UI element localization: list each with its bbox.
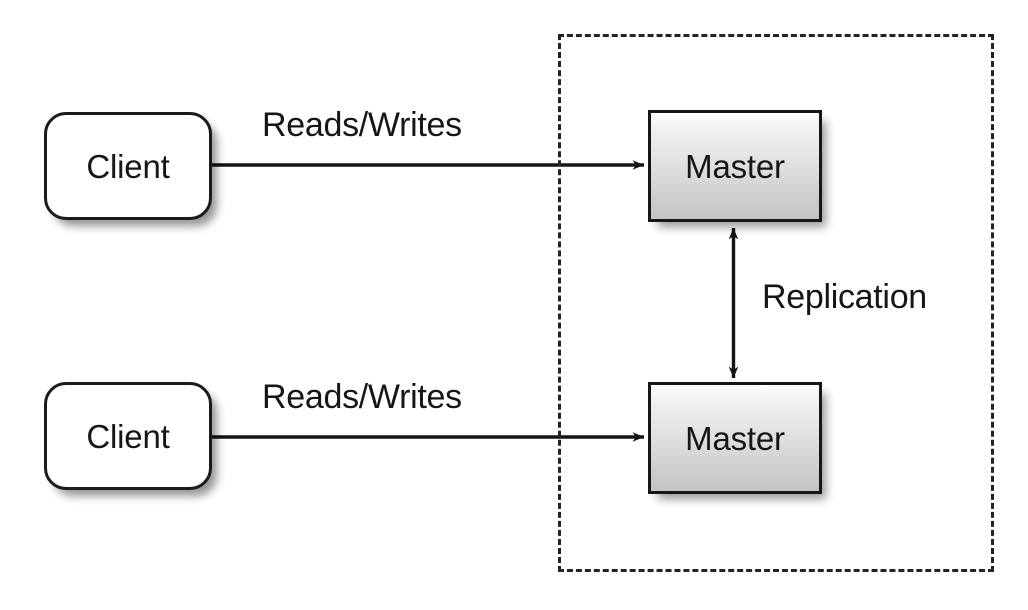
node-client-bottom-label: Client [86, 417, 170, 455]
node-client-top-label: Client [86, 147, 170, 185]
node-client-top[interactable]: Client [44, 112, 212, 220]
node-master-top-label: Master [685, 147, 785, 185]
node-master-bottom[interactable]: Master [648, 382, 822, 494]
node-master-bottom-label: Master [685, 419, 785, 457]
replication-cluster-boundary [558, 34, 994, 572]
node-client-bottom[interactable]: Client [44, 382, 212, 490]
node-master-top[interactable]: Master [648, 110, 822, 222]
